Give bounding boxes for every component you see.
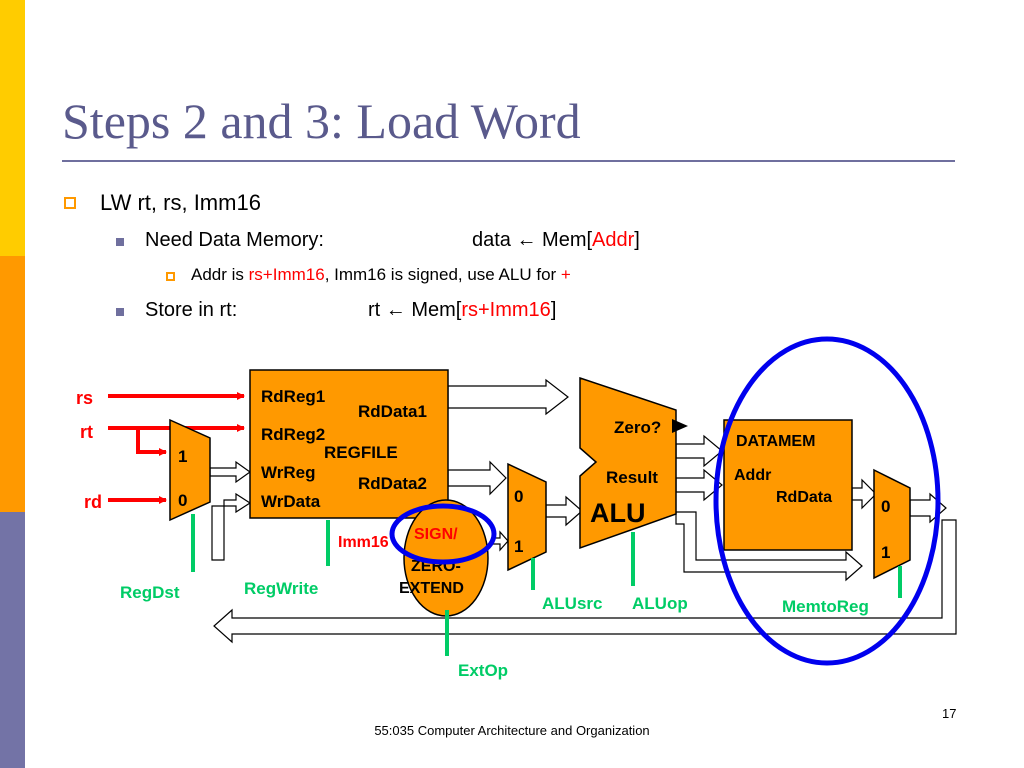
bus-regdst-wrreg: [209, 460, 252, 484]
regfile-wrdata: WrData: [261, 492, 321, 511]
ext-line1: SIGN/: [414, 526, 458, 543]
memtoreg-mux-in1: 1: [881, 543, 890, 562]
accent-bar-purple: [0, 512, 25, 768]
bus-rddata2-mux: [447, 460, 507, 496]
bus-writeback: [213, 519, 957, 644]
bus-writeback-up: [211, 505, 225, 561]
bullet-square-icon: [116, 238, 124, 246]
datamem-rddata: RdData: [776, 489, 832, 506]
ext-imm16: Imm16: [338, 534, 389, 551]
ctrl-memtoreg: MemtoReg: [782, 597, 869, 616]
memtoreg-mux: [873, 468, 911, 580]
expr-addr: Addr: [592, 229, 635, 251]
addr-plus: +: [560, 265, 571, 284]
memtoreg-mux-in0: 0: [881, 497, 890, 516]
input-rs: rs: [76, 388, 93, 408]
extend-highlight-circle: [389, 503, 497, 565]
ctrl-regwrite: RegWrite: [244, 579, 318, 598]
regfile-name: REGFILE: [324, 443, 398, 462]
bus-rddata1-alu: [447, 378, 569, 416]
accent-bar-yellow: [0, 0, 25, 256]
arrow-rt-mux: [136, 428, 167, 456]
datamem-name: DATAMEM: [736, 433, 815, 450]
accent-bar-orange: [0, 256, 25, 512]
page-number: 17: [942, 706, 957, 721]
title-divider: [62, 160, 955, 162]
bullet-lw-instruction: LW rt, rs, Imm16: [100, 190, 261, 215]
regfile-block: [249, 369, 449, 519]
expr-prefix: data ← Mem[: [472, 229, 593, 251]
bus-alu-datamem: [675, 434, 723, 468]
bus-wrdata-in: [223, 492, 252, 514]
control-lines: [191, 514, 902, 656]
bus-rddata-mux: [851, 478, 877, 510]
regfile-rddata2: RdData2: [358, 474, 427, 493]
zero-flag-arrow: [672, 419, 688, 433]
regdst-mux-in1: 1: [178, 447, 187, 466]
regdst-mux-in0: 0: [178, 491, 187, 510]
alu-zero: Zero?: [614, 418, 661, 437]
regfile-rdreg1: RdReg1: [261, 387, 325, 406]
bullet-square-icon: [116, 308, 124, 316]
input-rt: rt: [80, 422, 93, 442]
slide-title: Steps 2 and 3: Load Word: [62, 93, 581, 149]
bus-alu-result: [675, 468, 723, 502]
expr2-prefix: rt ← Mem[: [368, 299, 462, 321]
regdst-mux: [169, 418, 211, 522]
addr-prefix: Addr is: [191, 265, 249, 284]
bullet-store-in-rt: Store in rt:: [145, 299, 238, 321]
alusrc-mux-in1: 1: [514, 537, 523, 556]
input-rd: rd: [84, 492, 102, 512]
datamem-addr: Addr: [734, 467, 771, 484]
bullet-addr-detail: Addr is rs+Imm16, Imm16 is signed, use A…: [191, 265, 571, 285]
datamem-block: [723, 419, 853, 551]
ctrl-alusrc: ALUsrc: [542, 594, 602, 613]
addr-red: rs+Imm16: [248, 265, 325, 284]
alusrc-mux-in0: 0: [514, 487, 523, 506]
bullet-square-icon: [64, 197, 76, 209]
ctrl-regdst: RegDst: [120, 583, 180, 602]
bullet-data-mem-expr: data ← Mem[Addr]: [472, 229, 640, 252]
ext-line3: EXTEND: [399, 580, 464, 597]
ctrl-extop: ExtOp: [458, 661, 508, 680]
alu-result: Result: [606, 468, 658, 487]
bus-mux-out: [909, 492, 947, 524]
addr-mid: , Imm16 is signed, use ALU for: [324, 265, 561, 284]
bullet-store-expr: rt ← Mem[rs+Imm16]: [368, 299, 556, 322]
alu-name: ALU: [590, 498, 646, 528]
expr2-red: rs+Imm16: [461, 299, 551, 321]
expr-suffix: ]: [634, 229, 640, 251]
bullet-square-icon: [166, 272, 175, 281]
regfile-rdreg2: RdReg2: [261, 425, 325, 444]
alusrc-mux: [507, 462, 547, 572]
bullet-need-data-memory: Need Data Memory:: [145, 229, 324, 251]
slide-footer: 55:035 Computer Architecture and Organiz…: [374, 723, 650, 738]
regfile-rddata1: RdData1: [358, 402, 427, 421]
ctrl-aluop: ALUop: [632, 594, 688, 613]
datamem-highlight-circle: [713, 336, 941, 666]
regfile-wrreg: WrReg: [261, 463, 315, 482]
bus-mux-alu: [545, 495, 583, 527]
expr2-suffix: ]: [550, 299, 557, 321]
datapath-buses: [209, 378, 957, 644]
